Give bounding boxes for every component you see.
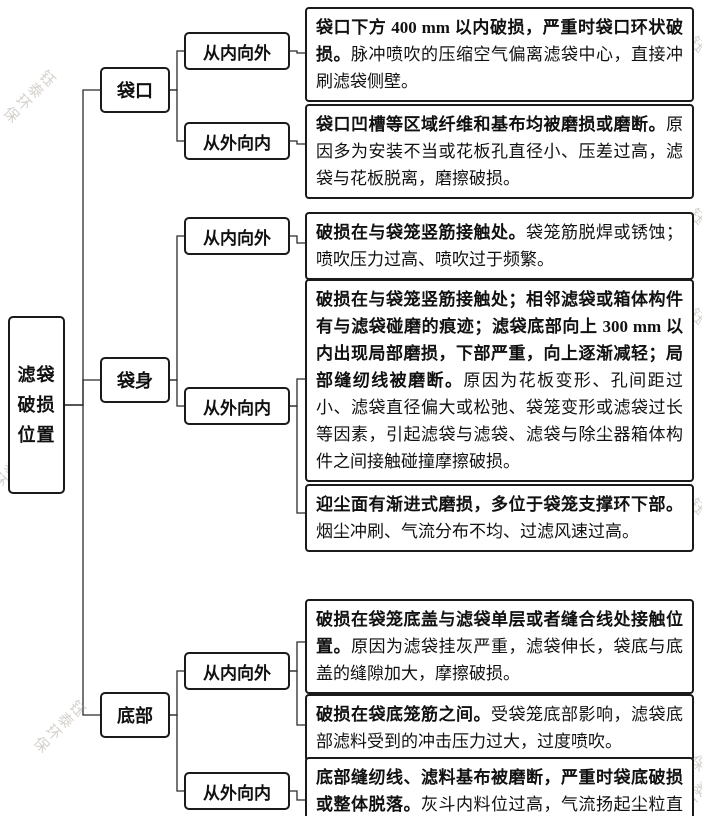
connector	[170, 50, 184, 91]
branch-bottom-outside-in: 从外向内	[184, 772, 290, 810]
desc-box-body-outside-in-2: 迎尘面有渐进式磨损，多位于袋笼支撑环下部。烟尘冲刷、气流分布不均、过滤风速过高。	[305, 484, 694, 552]
node-root-damage-location: 滤袋 破损 位置	[8, 316, 65, 494]
connector	[170, 379, 184, 407]
desc-lead: 迎尘面有渐进式磨损，多位于袋笼支撑环下部。	[316, 495, 683, 514]
connector	[170, 714, 184, 792]
desc-lead: 袋口下方 400 mm 以内破损，严重时袋口环状破损。	[316, 18, 683, 64]
connector	[290, 235, 305, 244]
connector	[290, 790, 305, 801]
node-bag-bottom: 底部	[100, 692, 170, 738]
desc-lead: 袋口凹槽等区域纤维和基布均被磨损或磨断。	[316, 115, 666, 134]
branch-mouth-outside-in: 从外向内	[184, 122, 290, 160]
branch-body-inside-out: 从内向外	[184, 217, 290, 255]
desc-detail: 灰斗内料位过高，气流扬起尘粒直接冲刷袋底，造成磨损。	[421, 795, 683, 814]
connector	[290, 405, 305, 514]
connector	[290, 641, 305, 672]
node-bag-mouth: 袋口	[100, 67, 170, 113]
desc-box-mouth-inside-out: 袋口下方 400 mm 以内破损，严重时袋口环状破损。脉冲喷吹的压缩空气偏离滤袋…	[305, 7, 694, 102]
connector	[170, 235, 184, 381]
desc-detail: 原因为滤袋挂灰严重，滤袋伸长，袋底与底盖的缝隙加大，摩擦破损。	[316, 637, 683, 683]
desc-lead: 破损在袋底笼筋之间。	[316, 705, 491, 724]
desc-box-body-outside-in-1: 破损在与袋笼竖筋接触处；相邻滤袋或箱体构件有与滤袋碰磨的痕迹；滤袋底部向上 30…	[305, 279, 694, 482]
desc-detail: 脉冲喷吹的压缩空气偏离滤袋中心，直接冲刷滤袋侧壁。	[316, 45, 683, 91]
desc-detail: 袋笼筋脱焊或锈蚀；喷吹压力过高、喷吹过于频繁。	[316, 223, 683, 269]
branch-bottom-inside-out: 从内向外	[184, 652, 290, 690]
desc-box-bottom-inside-out-2: 破损在袋底笼筋之间。受袋笼底部影响，滤袋底部滤料受到的冲击压力过大，过度喷吹。	[305, 694, 694, 762]
desc-box-bottom-inside-out-1: 破损在袋笼底盖与滤袋单层或者缝合线处接触位置。原因为滤袋挂灰严重，滤袋伸长，袋底…	[305, 599, 694, 694]
connector	[170, 89, 184, 142]
connector	[65, 89, 100, 406]
desc-detail: 受袋笼底部影响，滤袋底部滤料受到的冲击压力过大，过度喷吹。	[316, 705, 683, 751]
desc-box-bottom-outside-in: 底部缝纫线、滤料基布被磨断，严重时袋底破损或整体脱落。灰斗内料位过高，气流扬起尘…	[305, 757, 694, 816]
desc-lead: 破损在袋笼底盖与滤袋单层或者缝合线处接触位置。	[316, 610, 683, 656]
desc-lead: 破损在与袋笼竖筋接触处。	[316, 223, 526, 242]
desc-detail: 原因多为安装不当或花板孔直径小、压差过高，滤袋与花板脱离，磨擦破损。	[316, 115, 683, 188]
connector	[65, 379, 100, 406]
desc-box-body-inside-out: 破损在与袋笼竖筋接触处。袋笼筋脱焊或锈蚀；喷吹压力过高、喷吹过于频繁。	[305, 212, 694, 280]
desc-lead: 底部缝纫线、滤料基布被磨断，严重时袋底破损或整体脱落。	[316, 768, 683, 814]
desc-box-mouth-outside-in: 袋口凹槽等区域纤维和基布均被磨损或磨断。原因多为安装不当或花板孔直径小、压差过高…	[305, 104, 694, 199]
desc-detail: 烟尘冲刷、气流分布不均、过滤风速过高。	[316, 522, 639, 541]
branch-body-outside-in: 从外向内	[184, 387, 290, 425]
connector	[290, 50, 305, 54]
connector	[65, 404, 100, 716]
desc-detail: 原因为花板变形、孔间距过小、滤袋直径偏大或松弛、袋笼变形或滤袋过长等因素，引起滤…	[316, 371, 684, 471]
connector	[290, 378, 305, 407]
connector	[290, 140, 305, 145]
node-bag-body: 袋身	[100, 357, 170, 403]
desc-lead: 破损在与袋笼竖筋接触处；相邻滤袋或箱体构件有与滤袋碰磨的痕迹；滤袋底部向上 30…	[316, 290, 683, 390]
connector	[170, 670, 184, 716]
connector	[290, 670, 305, 726]
branch-mouth-inside-out: 从内向外	[184, 32, 290, 70]
